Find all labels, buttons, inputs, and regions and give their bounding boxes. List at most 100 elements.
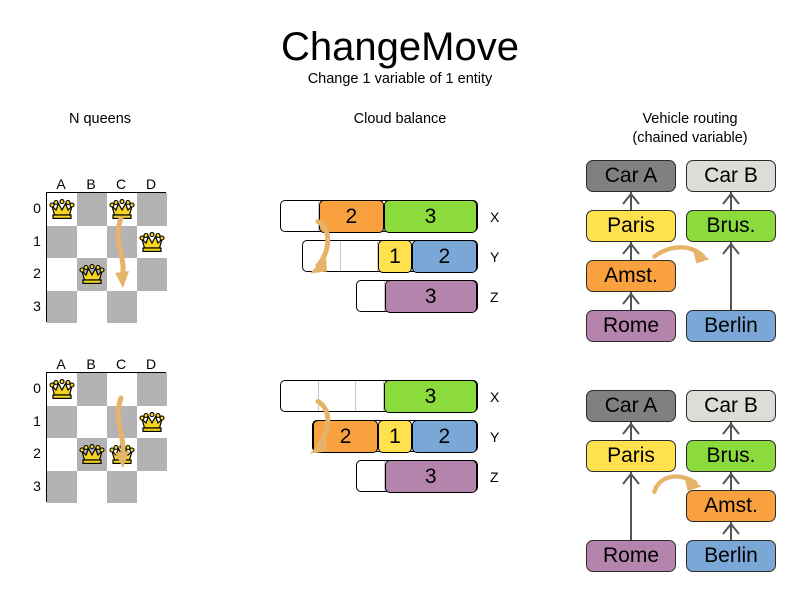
board-cell-C3[interactable] xyxy=(107,470,137,503)
vrp-chain-arrowhead-icon xyxy=(622,193,640,205)
board-cell-B0[interactable] xyxy=(77,373,107,406)
board-cell-B1[interactable] xyxy=(77,225,107,258)
board-cell-D0[interactable] xyxy=(137,373,167,406)
vrp-chain-arrowhead-icon xyxy=(622,423,640,435)
cloud-process-Y-1[interactable]: 1 xyxy=(378,239,412,273)
queen-A0[interactable] xyxy=(47,373,77,406)
vrp-node-car-a[interactable]: Car A xyxy=(586,160,676,192)
vrp-chain-arrowhead-icon xyxy=(622,473,640,485)
queen-C0[interactable] xyxy=(107,193,137,226)
board-cell-B1[interactable] xyxy=(77,405,107,438)
board-cell-A3[interactable] xyxy=(47,290,77,323)
board-cell-C3[interactable] xyxy=(107,290,137,323)
vrp-chain-arrowhead-icon xyxy=(722,243,740,255)
board-column-label-D: D xyxy=(145,176,157,192)
page-title: ChangeMove xyxy=(281,25,519,69)
page-subtitle: Change 1 variable of 1 entity xyxy=(307,71,493,87)
queen-icon xyxy=(49,199,75,220)
cloud-bar-Z[interactable]: 3 xyxy=(356,279,478,313)
vrp-node-car-b[interactable]: Car B xyxy=(686,160,776,192)
section-heading-vehicle-routing: Vehicle routing (chained variable) xyxy=(590,110,790,148)
vrp-node-amsterdam[interactable]: Amst. xyxy=(686,490,776,522)
cloud-free-space-X xyxy=(356,381,384,411)
vrp-heading-line-2: (chained variable) xyxy=(632,130,748,146)
vrp-chain-link xyxy=(729,192,733,210)
cloud-computer-label-Y: Y xyxy=(490,429,500,445)
queen-icon xyxy=(109,444,135,465)
board-cell-B3[interactable] xyxy=(77,290,107,323)
board-cell-D0[interactable] xyxy=(137,193,167,226)
vrp-node-amsterdam[interactable]: Amst. xyxy=(586,260,676,292)
cloud-free-space-X xyxy=(281,381,319,411)
cloud-computer-label-Z: Z xyxy=(490,289,499,305)
vrp-chain-link xyxy=(729,242,733,310)
queen-icon xyxy=(49,379,75,400)
board-row-label-2: 2 xyxy=(33,265,41,281)
queen-B2[interactable] xyxy=(77,438,107,471)
vrp-node-car-a[interactable]: Car A xyxy=(586,390,676,422)
queen-A0[interactable] xyxy=(47,193,77,226)
queen-B2[interactable] xyxy=(77,258,107,291)
chess-board[interactable] xyxy=(46,372,167,503)
vrp-node-car-b[interactable]: Car B xyxy=(686,390,776,422)
board-cell-A1[interactable] xyxy=(47,405,77,438)
board-cell-A2[interactable] xyxy=(47,438,77,471)
queen-C2[interactable] xyxy=(107,438,137,471)
queen-icon xyxy=(109,199,135,220)
cloud-process-X-2[interactable]: 2 xyxy=(318,199,384,233)
cloud-process-Y-2[interactable]: 2 xyxy=(411,239,477,273)
board-cell-A3[interactable] xyxy=(47,470,77,503)
board-row-label-3: 3 xyxy=(33,297,41,314)
queen-D1[interactable] xyxy=(137,406,167,439)
vrp-node-berlin[interactable]: Berlin xyxy=(686,310,776,342)
board-cell-C1[interactable] xyxy=(107,405,137,438)
board-column-label-A: A xyxy=(56,356,66,372)
cloud-process-Y-2[interactable]: 2 xyxy=(411,419,477,453)
board-cell-C2[interactable] xyxy=(107,258,137,291)
cloud-process-Z-3[interactable]: 3 xyxy=(384,459,477,493)
vrp-chain-arrowhead-icon xyxy=(622,293,640,305)
board-cell-C0[interactable] xyxy=(107,373,137,406)
board-cell-C1[interactable] xyxy=(107,225,137,258)
vrp-chain-link xyxy=(729,472,733,490)
board-row-label-0: 0 xyxy=(33,380,41,396)
board-row-label-0: 0 xyxy=(33,200,41,216)
cloud-process-X-3[interactable]: 3 xyxy=(383,199,477,233)
cloud-free-space-Z xyxy=(357,461,385,491)
board-row-label-1: 1 xyxy=(33,232,41,249)
board-row-label-3: 3 xyxy=(33,477,41,494)
cloud-bar-X[interactable]: 3 xyxy=(280,379,478,413)
queen-D1[interactable] xyxy=(137,226,167,259)
vrp-node-rome[interactable]: Rome xyxy=(586,540,676,572)
board-cell-D3[interactable] xyxy=(137,470,167,503)
vrp-node-rome[interactable]: Rome xyxy=(586,310,676,342)
board-cell-D2[interactable] xyxy=(137,438,167,471)
cloud-process-Z-3[interactable]: 3 xyxy=(384,279,477,313)
vrp-node-brussels[interactable]: Brus. xyxy=(686,440,776,472)
board-cell-B3[interactable] xyxy=(77,470,107,503)
board-cell-A1[interactable] xyxy=(47,225,77,258)
vrp-heading-line-1: Vehicle routing xyxy=(642,111,738,127)
queen-icon xyxy=(139,411,165,432)
queen-icon xyxy=(79,444,105,465)
vrp-node-brussels[interactable]: Brus. xyxy=(686,210,776,242)
cloud-computer-label-Y: Y xyxy=(490,249,500,265)
vrp-node-berlin[interactable]: Berlin xyxy=(686,540,776,572)
vrp-node-paris[interactable]: Paris xyxy=(586,440,676,472)
board-cell-D3[interactable] xyxy=(137,290,167,323)
cloud-free-space-Z xyxy=(357,281,385,311)
cloud-process-Y-2[interactable]: 2 xyxy=(313,419,379,453)
board-cell-D2[interactable] xyxy=(137,258,167,291)
cloud-bar-Z[interactable]: 3 xyxy=(356,459,478,493)
board-cell-B0[interactable] xyxy=(77,193,107,226)
vrp-node-paris[interactable]: Paris xyxy=(586,210,676,242)
cloud-process-X-3[interactable]: 3 xyxy=(383,379,477,413)
cloud-process-Y-1[interactable]: 1 xyxy=(378,419,412,453)
chess-board[interactable] xyxy=(46,192,167,323)
board-cell-A2[interactable] xyxy=(47,258,77,291)
board-row-label-1: 1 xyxy=(33,412,41,429)
